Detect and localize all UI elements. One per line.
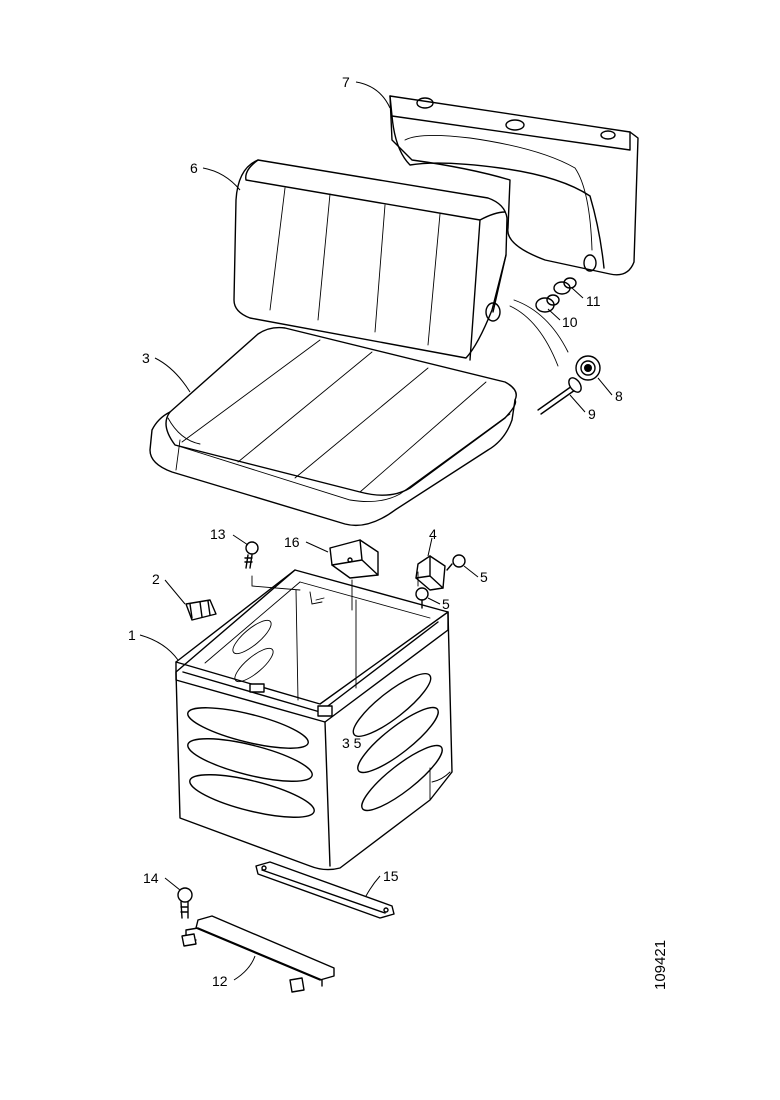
label-13: 13 — [210, 526, 226, 542]
label-6: 6 — [190, 160, 198, 176]
label-5b: 5 — [442, 596, 450, 612]
label-16: 16 — [284, 534, 300, 550]
label-7: 7 — [342, 74, 350, 90]
label-4: 4 — [429, 526, 437, 542]
screw-5a — [446, 554, 466, 571]
label-10: 10 — [562, 314, 578, 330]
rail-12 — [181, 915, 335, 993]
screw-5b — [415, 587, 429, 609]
bushing-10 — [535, 294, 560, 313]
bracket-16 — [309, 539, 379, 605]
hinge-plate — [415, 555, 446, 591]
assembly-guide-lines — [251, 571, 419, 611]
label-3: 3 — [142, 350, 150, 366]
label-15: 15 — [383, 868, 399, 884]
screw-13 — [244, 541, 259, 569]
seat-cushion — [149, 326, 517, 527]
rail-15 — [255, 861, 395, 919]
backrest-shell — [389, 95, 639, 276]
leader-lines — [139, 81, 613, 981]
bushing-11 — [553, 277, 577, 295]
backrest-cushion — [233, 159, 569, 367]
knob — [575, 355, 601, 381]
label-11: 11 — [586, 293, 601, 309]
label-9: 9 — [588, 406, 596, 422]
pivot-pin — [537, 377, 582, 415]
label-14: 14 — [143, 870, 159, 886]
screw-14 — [177, 887, 193, 919]
box-marking: 3 5 — [342, 735, 362, 751]
drawing-code: 109421 — [652, 940, 669, 990]
latch — [185, 599, 217, 621]
label-2: 2 — [152, 571, 160, 587]
label-5a: 5 — [480, 569, 488, 585]
seat-box: 3 5 — [175, 569, 453, 871]
label-8: 8 — [615, 388, 623, 404]
part-numbers: 7 6 3 11 10 8 9 13 16 4 5 5 2 1 14 15 12 — [128, 74, 623, 989]
label-12: 12 — [212, 973, 228, 989]
label-1: 1 — [128, 627, 136, 643]
